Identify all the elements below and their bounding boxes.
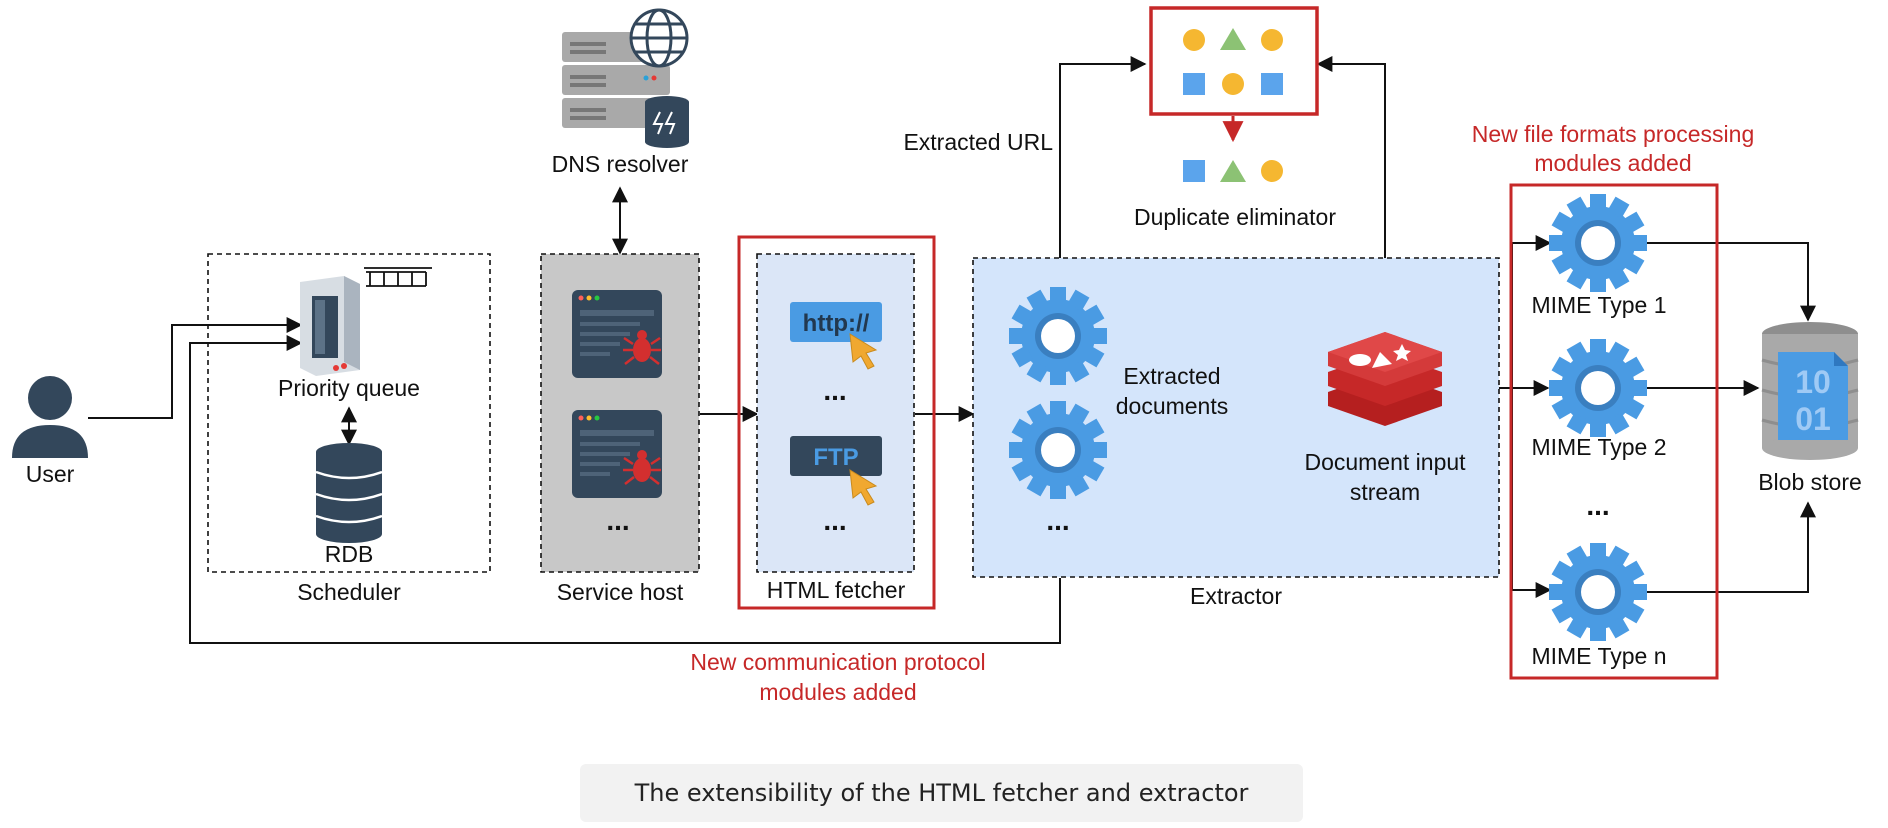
crawler-browser-icon	[570, 408, 664, 500]
dns-resolver-node: DNS resolver	[552, 8, 689, 177]
dns-database-icon	[645, 96, 689, 148]
extracted-url-label: Extracted URL	[903, 129, 1053, 155]
shape-output-icons	[1183, 160, 1283, 182]
service-host-group: ... Service host	[540, 253, 700, 605]
new-protocol-note-line2: modules added	[759, 679, 916, 705]
html-fetcher-group: http:// ... FTP ... HTML fetcher	[737, 235, 936, 610]
scheduler-group: Priority queue RDB Scheduler	[207, 253, 491, 605]
mime-gear-icon	[1549, 543, 1647, 641]
scheduler-label: Scheduler	[297, 579, 401, 605]
http-protocol-icon: http://	[790, 302, 882, 370]
new-protocol-note-line1: New communication protocol	[690, 649, 985, 675]
blob-bits-2: 01	[1795, 401, 1831, 437]
mime-type-2-label: MIME Type 2	[1531, 434, 1666, 460]
new-formats-note-line1: New file formats processing	[1472, 121, 1755, 147]
blob-store-label: Blob store	[1758, 469, 1862, 495]
arrow-feedback-to-queue	[189, 335, 1061, 644]
user-label: User	[26, 461, 75, 487]
blob-store-node: 10 01 Blob store	[1758, 322, 1862, 495]
priority-queue-label: Priority queue	[278, 375, 420, 401]
document-stream-icon	[1328, 332, 1442, 426]
extractor-label: Extractor	[1190, 583, 1282, 609]
mime-type-1-label: MIME Type 1	[1531, 292, 1666, 318]
arrow-mimen-to-blob	[1642, 501, 1816, 593]
caption-box: The extensibility of the HTML fetcher an…	[580, 764, 1303, 822]
blob-bits-1: 10	[1795, 364, 1831, 400]
extractor-ellipsis: ...	[1046, 505, 1069, 536]
fetcher-highlight-box	[737, 235, 936, 610]
queue-server-icon	[300, 276, 360, 376]
ftp-protocol-icon: FTP	[790, 436, 882, 506]
arrow-extractor-dup	[1052, 56, 1147, 292]
extracted-documents-line1: Extracted	[1123, 363, 1220, 389]
mime-gear-icon	[1549, 194, 1647, 292]
arrow-stream-dup	[1316, 56, 1393, 329]
html-fetcher-label: HTML fetcher	[767, 577, 906, 603]
mime-ellipsis: ...	[1586, 490, 1609, 521]
extracted-documents-line2: documents	[1116, 393, 1229, 419]
crawler-browser-icon	[570, 288, 664, 380]
fetcher-ellipsis-bottom: ...	[823, 505, 846, 536]
arrow-mime1-to-blob	[1642, 242, 1816, 322]
ftp-label: FTP	[813, 444, 858, 471]
duplicate-eliminator-node: Duplicate eliminator	[1134, 6, 1336, 230]
figure-caption: The extensibility of the HTML fetcher an…	[634, 779, 1249, 807]
queue-slots-icon	[364, 267, 432, 287]
service-host-label: Service host	[557, 579, 684, 605]
duplicate-eliminator-label: Duplicate eliminator	[1134, 204, 1336, 230]
shape-input-icons	[1183, 28, 1283, 95]
globe-icon	[629, 8, 689, 68]
rdb-label: RDB	[325, 541, 374, 567]
scheduler-box	[207, 253, 491, 573]
http-label: http://	[803, 310, 870, 337]
rdb-database-icon	[315, 443, 383, 543]
user-node: User	[12, 376, 88, 487]
mime-highlight-box	[1509, 183, 1719, 680]
user-icon	[12, 376, 88, 458]
blob-store-icon: 10 01	[1761, 322, 1859, 460]
document-stream-line1: Document input	[1304, 449, 1466, 475]
mime-modules-group: MIME Type 1 MIME Type 2 ... MIME Type n	[1509, 183, 1719, 680]
extractor-group: ... Extracted documents Document input s…	[972, 257, 1500, 609]
arrow-user-to-queue	[88, 317, 303, 419]
fetcher-ellipsis-mid: ...	[823, 375, 846, 406]
service-host-ellipsis: ...	[606, 505, 629, 536]
mime-gear-icon	[1549, 339, 1647, 437]
new-formats-note-line2: modules added	[1534, 150, 1691, 176]
duplicate-eliminator-box	[1149, 6, 1319, 116]
dns-resolver-label: DNS resolver	[552, 151, 689, 177]
document-stream-line2: stream	[1350, 479, 1420, 505]
mime-type-n-label: MIME Type n	[1531, 643, 1666, 669]
